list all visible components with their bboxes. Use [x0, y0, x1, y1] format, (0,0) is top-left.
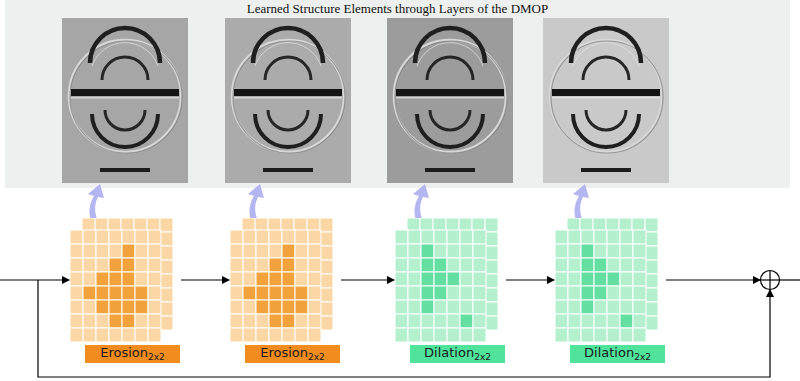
kernel-grid [82, 218, 173, 330]
kernel-stack [70, 218, 180, 342]
signal-wire [0, 271, 800, 378]
kernel-size: 2x2 [148, 352, 165, 362]
kernel-grid [230, 230, 321, 342]
figure-title: Learned Structure Elements through Layer… [5, 1, 790, 16]
kernel-stack [230, 218, 340, 342]
operator-block: Erosion2x2 [70, 218, 180, 364]
operator-label: Erosion2x2 [85, 345, 180, 363]
relief-image [62, 18, 188, 183]
operator-block: Dilation2x2 [555, 218, 665, 364]
kernel-stack [555, 218, 665, 342]
kernel-grid [567, 218, 658, 330]
operator-block: Erosion2x2 [230, 218, 340, 364]
operator-name: Erosion [260, 345, 308, 360]
kernel-grid [242, 218, 333, 330]
operator-label: Erosion2x2 [245, 345, 340, 363]
kernel-grid [70, 230, 161, 342]
operator-name: Dilation [584, 345, 634, 360]
kernel-grid [395, 230, 486, 342]
relief-image [225, 18, 351, 183]
operator-label: Dilation2x2 [410, 345, 505, 363]
relief-image [543, 18, 669, 183]
kernel-size: 2x2 [308, 352, 325, 362]
flow-arrow [506, 279, 554, 280]
operator-name: Dilation [424, 345, 474, 360]
flow-arrow [341, 279, 394, 280]
kernel-grid [407, 218, 498, 330]
pointer-arrow [88, 184, 589, 232]
kernel-size: 2x2 [474, 352, 491, 362]
operator-name: Erosion [100, 345, 148, 360]
operator-label: Dilation2x2 [570, 345, 665, 363]
relief-image [387, 18, 513, 183]
kernel-stack [395, 218, 505, 342]
flow-arrow [181, 279, 229, 280]
kernel-grid [555, 230, 646, 342]
operator-block: Dilation2x2 [395, 218, 505, 364]
kernel-size: 2x2 [634, 352, 651, 362]
panel [5, 0, 790, 188]
